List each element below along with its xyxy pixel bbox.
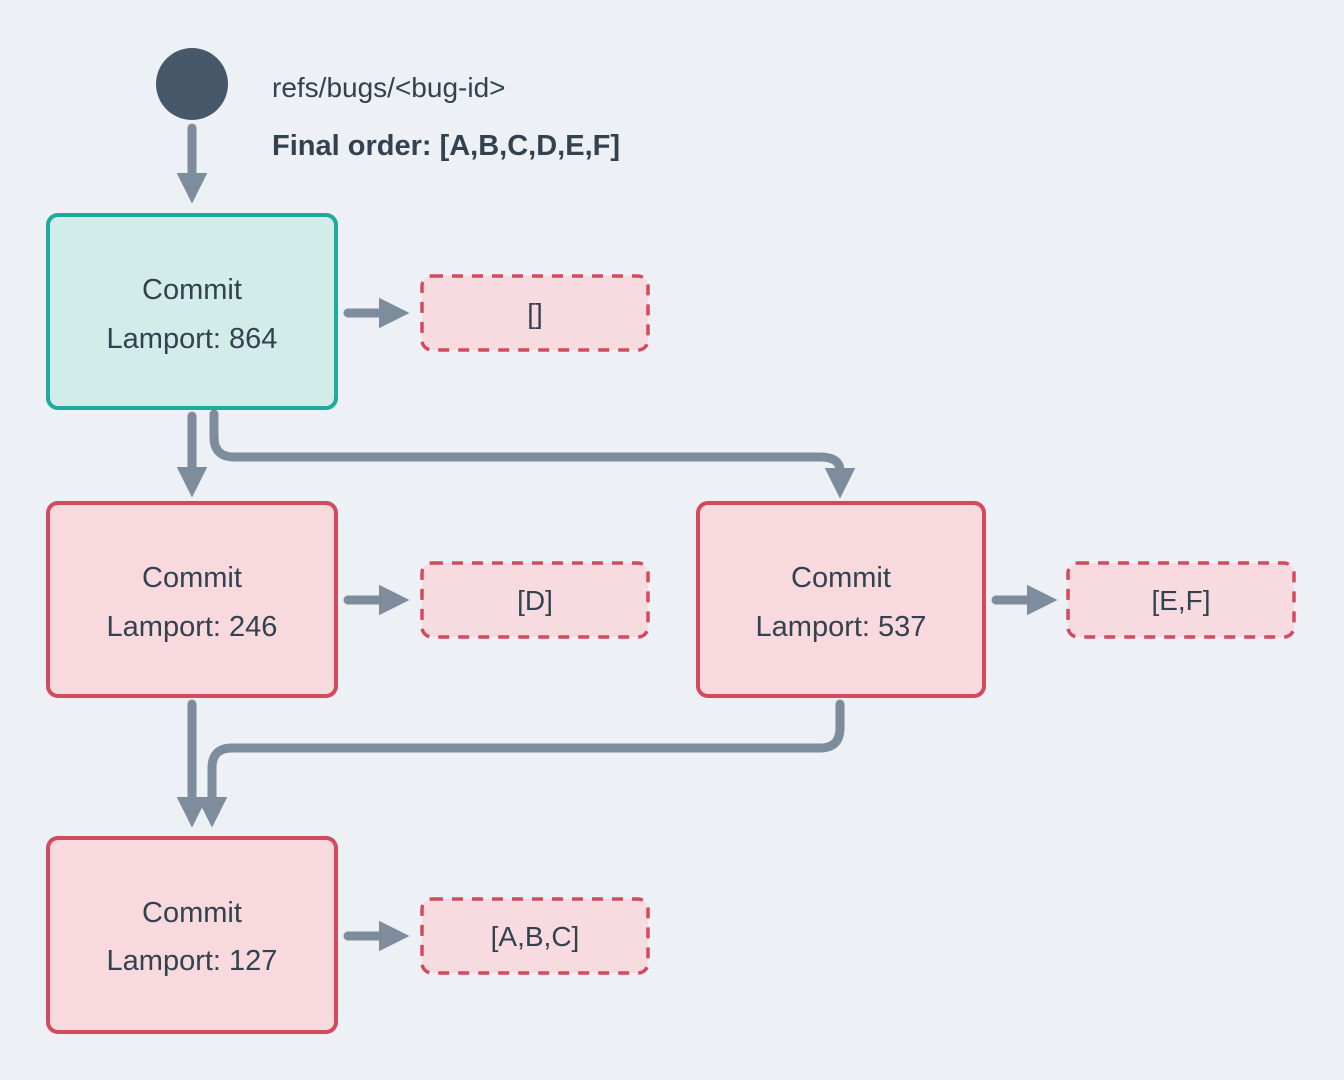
final-order-label: Final order: [A,B,C,D,E,F] — [272, 130, 620, 162]
ops-box-right — [1066, 561, 1296, 639]
commit-title: Commit — [791, 562, 891, 594]
commit-title: Commit — [142, 897, 242, 929]
edges — [176, 123, 1058, 952]
branch-ref-node — [156, 48, 228, 120]
commit-box-left — [46, 501, 338, 698]
ops-list-left: [D] — [420, 561, 650, 639]
commit-title: Commit — [142, 562, 242, 594]
ops-list-right: [E,F] — [1066, 561, 1296, 639]
node-commit-head: Commit Lamport: 864 — [46, 213, 338, 410]
ops-label: [D] — [517, 585, 553, 616]
edge-right-to-merge — [196, 699, 845, 828]
ops-box-merge — [420, 897, 650, 975]
ops-label: [E,F] — [1151, 585, 1210, 616]
commit-box-right — [696, 501, 986, 698]
node-commit-left: Commit Lamport: 246 — [46, 501, 338, 698]
ops-box-left — [420, 561, 650, 639]
ops-box-head — [420, 274, 650, 352]
branch-ref-label: refs/bugs/<bug-id> — [272, 72, 506, 103]
ops-list-head: [] — [420, 274, 650, 352]
ops-list-merge: [A,B,C] — [420, 897, 650, 975]
commit-title: Commit — [142, 274, 242, 306]
commit-box-head — [46, 213, 338, 410]
ops-label: [A,B,C] — [491, 921, 580, 952]
commit-lamport: Lamport: 246 — [107, 611, 278, 643]
commit-box-merge — [46, 836, 338, 1034]
edge-head-to-right — [209, 409, 856, 499]
commit-lamport: Lamport: 537 — [756, 611, 927, 643]
node-commit-merge: Commit Lamport: 127 — [46, 836, 338, 1034]
commit-lamport: Lamport: 864 — [107, 323, 278, 355]
commit-lamport: Lamport: 127 — [107, 945, 278, 977]
node-commit-right: Commit Lamport: 537 — [696, 501, 986, 698]
ops-label: [] — [527, 298, 543, 329]
